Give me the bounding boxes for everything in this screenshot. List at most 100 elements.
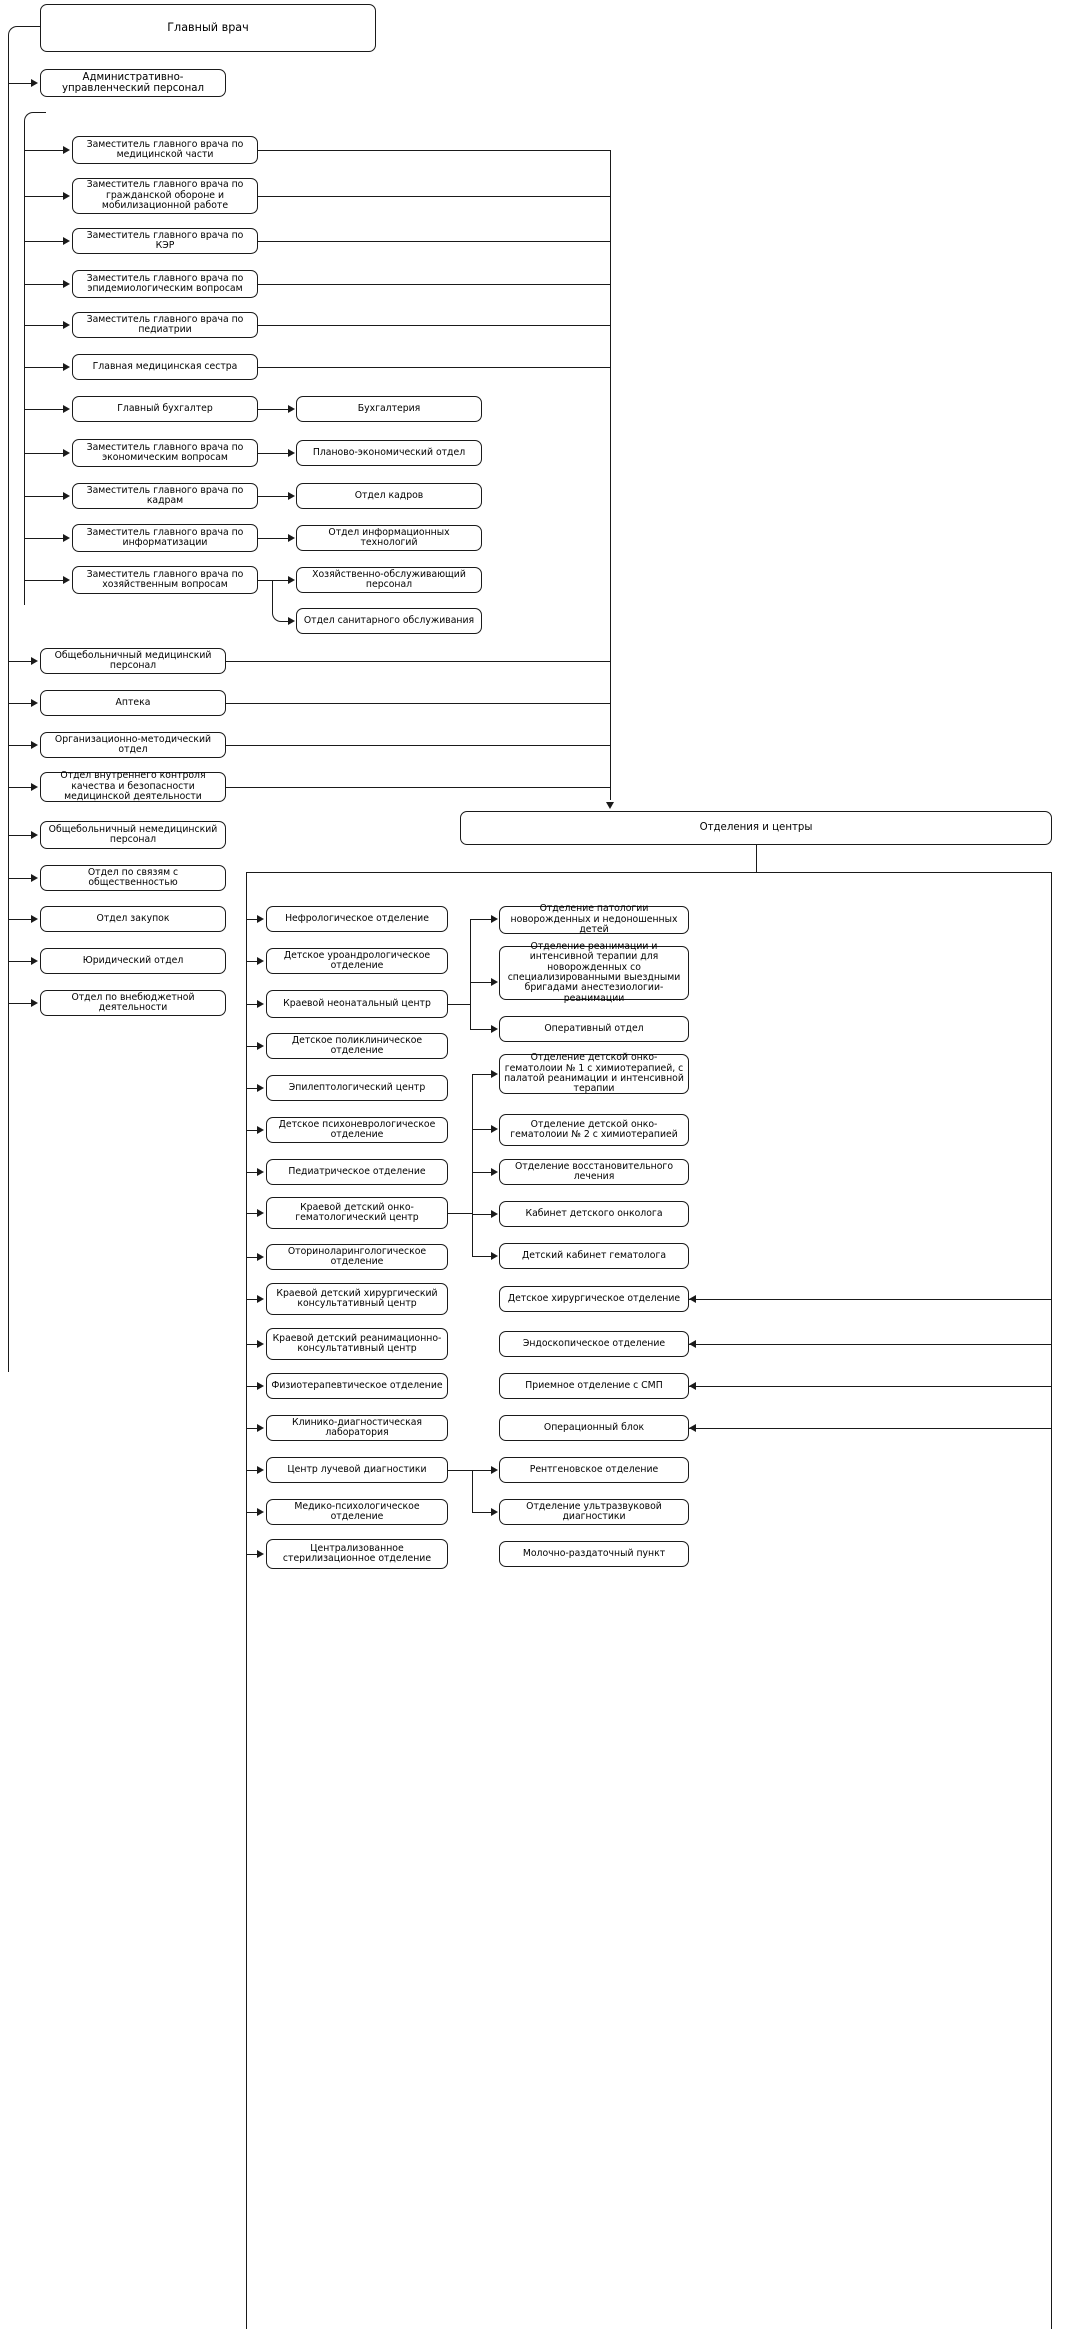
- deputy-dept-link-7: [258, 453, 288, 454]
- dept-left-arrow-6: [257, 1168, 264, 1176]
- deputy-label-5: Главная медицинская сестра: [92, 360, 238, 372]
- general-unit-connector-7: [8, 961, 32, 962]
- dept-right-box-12[interactable]: Рентгеновское отделение: [499, 1457, 689, 1483]
- admin-box[interactable]: Административно-управленческий персонал: [40, 69, 226, 97]
- general-unit-connector-5: [8, 878, 32, 879]
- dept-left-box-4[interactable]: Эпилептологический центр: [266, 1075, 448, 1101]
- departments-header-arrow: [606, 802, 614, 809]
- general-unit-box-4[interactable]: Общебольничный немедицинский персонал: [40, 821, 226, 849]
- deputy-connector-5: [24, 367, 64, 368]
- dept-left-box-12[interactable]: Клинико-диагностическая лаборатория: [266, 1415, 448, 1441]
- dept-left-box-10[interactable]: Краевой детский реанимационно-консультат…: [266, 1328, 448, 1360]
- radiology-arrow-0: [491, 1466, 498, 1474]
- dept-left-box-15[interactable]: Централизованное стерилизационное отделе…: [266, 1539, 448, 1569]
- dept-box-7[interactable]: Планово-экономический отдел: [296, 440, 482, 466]
- dept-box-sanitation[interactable]: Отдел санитарного обслуживания: [296, 608, 482, 634]
- deputy-box-6[interactable]: Главный бухгалтер: [72, 396, 258, 422]
- dept-left-connector-7: [246, 1213, 258, 1214]
- dept-right-label-11: Операционный блок: [543, 1421, 645, 1433]
- arrow-to-admin: [31, 79, 38, 87]
- dept-left-connector-5: [246, 1130, 258, 1131]
- deputy-box-2[interactable]: Заместитель главного врача по КЭР: [72, 228, 258, 254]
- dept-left-box-0[interactable]: Нефрологическое отделение: [266, 906, 448, 932]
- dept-right-tail-10: [689, 1386, 1051, 1387]
- deputy-box-9[interactable]: Заместитель главного врача по информатиз…: [72, 524, 258, 552]
- dept-left-box-14[interactable]: Медико-психологическое отделение: [266, 1499, 448, 1525]
- dept-left-box-2[interactable]: Краевой неонатальный центр: [266, 990, 448, 1018]
- deputy-box-5[interactable]: Главная медицинская сестра: [72, 354, 258, 380]
- general-unit-box-8[interactable]: Отдел по внебюджетной деятельности: [40, 990, 226, 1016]
- general-unit-label-2: Организационно-методический отдел: [54, 733, 212, 755]
- dept-right-box-14[interactable]: Молочно-раздаточный пункт: [499, 1541, 689, 1567]
- dept-right-box-0[interactable]: Отделение патологии новорожденных и недо…: [499, 904, 689, 935]
- dept-left-label-11: Физиотерапевтическое отделение: [271, 1379, 443, 1391]
- dept-label-10: Хозяйственно-обслуживающий персонал: [312, 568, 466, 590]
- dept-box-9[interactable]: Отдел информационных технологий: [296, 525, 482, 551]
- dept-right-box-8[interactable]: Детское хирургическое отделение: [499, 1286, 689, 1312]
- dept-left-box-13[interactable]: Центр лучевой диагностики: [266, 1457, 448, 1483]
- dept-box-10[interactable]: Хозяйственно-обслуживающий персонал: [296, 567, 482, 593]
- departments-header-drop: [756, 845, 757, 873]
- dept-right-box-2[interactable]: Оперативный отдел: [499, 1016, 689, 1042]
- deputy-box-7[interactable]: Заместитель главного врача по экономичес…: [72, 439, 258, 467]
- dept-left-label-2: Краевой неонатальный центр: [283, 997, 431, 1009]
- dept-left-box-5[interactable]: Детское психоневрологическое отделение: [266, 1117, 448, 1143]
- dept-left-box-11[interactable]: Физиотерапевтическое отделение: [266, 1373, 448, 1399]
- deputy-dept-arrow-8: [288, 492, 295, 500]
- connector-to-admin: [8, 83, 32, 84]
- dept-right-box-7[interactable]: Детский кабинет гематолога: [499, 1243, 689, 1269]
- general-unit-label-0: Общебольничный медицинский персонал: [54, 649, 212, 671]
- deputy-connector-7: [24, 453, 64, 454]
- dept-left-connector-1: [246, 961, 258, 962]
- dept-right-box-5[interactable]: Отделение восстановительного лечения: [499, 1159, 689, 1185]
- dept-left-connector-2: [246, 1004, 258, 1005]
- dept-left-box-8[interactable]: Оториноларингологическое отделение: [266, 1244, 448, 1270]
- general-unit-box-2[interactable]: Организационно-методический отдел: [40, 732, 226, 758]
- dept-left-label-4: Эпилептологический центр: [288, 1081, 426, 1093]
- dept-box-6[interactable]: Бухгалтерия: [296, 396, 482, 422]
- general-unit-arrow-7: [31, 957, 38, 965]
- dept-right-box-1[interactable]: Отделение реанимации и интенсивной терап…: [499, 941, 689, 1004]
- onco-arrow-3: [491, 1210, 498, 1218]
- general-unit-tail-2: [226, 745, 610, 746]
- deputy-tail-4: [258, 325, 610, 326]
- dept-right-box-13[interactable]: Отделение ультразвуковой диагностики: [499, 1499, 689, 1525]
- general-unit-box-6[interactable]: Отдел закупок: [40, 906, 226, 932]
- dept-left-connector-11: [246, 1386, 258, 1387]
- dept-right-box-10[interactable]: Приемное отделение с СМП: [499, 1373, 689, 1399]
- dept-right-arrow-11: [689, 1424, 696, 1432]
- deputy-arrow-9: [63, 534, 70, 542]
- general-unit-arrow-1: [31, 699, 38, 707]
- dept-right-box-11[interactable]: Операционный блок: [499, 1415, 689, 1441]
- dept-right-box-4[interactable]: Отделение детской онко-гематолоии № 2 с …: [499, 1114, 689, 1146]
- dept-left-box-1[interactable]: Детское уроандрологическое отделение: [266, 948, 448, 974]
- root-box-chief-physician[interactable]: Главный врач: [40, 4, 376, 52]
- departments-header-box[interactable]: Отделения и центры: [460, 811, 1052, 845]
- general-unit-box-0[interactable]: Общебольничный медицинский персонал: [40, 648, 226, 674]
- dept-right-box-3[interactable]: Отделение детской онко-гематолоии № 1 с …: [499, 1053, 689, 1094]
- dept-left-label-6: Педиатрическое отделение: [288, 1165, 426, 1177]
- dept-left-box-7[interactable]: Краевой детский онко-гематологический це…: [266, 1197, 448, 1229]
- dept-left-box-3[interactable]: Детское поликлиническое отделение: [266, 1033, 448, 1059]
- general-unit-box-3[interactable]: Отдел внутреннего контроля качества и бе…: [40, 771, 226, 802]
- dept-left-box-9[interactable]: Краевой детский хирургический консультат…: [266, 1283, 448, 1315]
- deputy-box-4[interactable]: Заместитель главного врача по педиатрии: [72, 312, 258, 338]
- deputy-box-3[interactable]: Заместитель главного врача по эпидемиоло…: [72, 270, 258, 298]
- deputy-box-10[interactable]: Заместитель главного врача по хозяйствен…: [72, 566, 258, 594]
- dept-right-box-9[interactable]: Эндоскопическое отделение: [499, 1331, 689, 1357]
- dept-left-box-6[interactable]: Педиатрическое отделение: [266, 1159, 448, 1185]
- general-unit-box-1[interactable]: Аптека: [40, 690, 226, 716]
- deputy-box-0[interactable]: Заместитель главного врача по медицинско…: [72, 136, 258, 164]
- onco-arrow-0: [491, 1070, 498, 1078]
- general-unit-box-5[interactable]: Отдел по связям с общественностью: [40, 865, 226, 891]
- dept-right-box-6[interactable]: Кабинет детского онколога: [499, 1201, 689, 1227]
- dept-left-arrow-7: [257, 1209, 264, 1217]
- dept-box-8[interactable]: Отдел кадров: [296, 483, 482, 509]
- deputy-connector-4: [24, 325, 64, 326]
- deputy-connector-6: [24, 409, 64, 410]
- deputy-box-8[interactable]: Заместитель главного врача по кадрам: [72, 483, 258, 509]
- dept-left-arrow-5: [257, 1126, 264, 1134]
- general-unit-box-7[interactable]: Юридический отдел: [40, 948, 226, 974]
- spine-root-elbow: [8, 26, 41, 45]
- deputy-box-1[interactable]: Заместитель главного врача по гражданско…: [72, 178, 258, 214]
